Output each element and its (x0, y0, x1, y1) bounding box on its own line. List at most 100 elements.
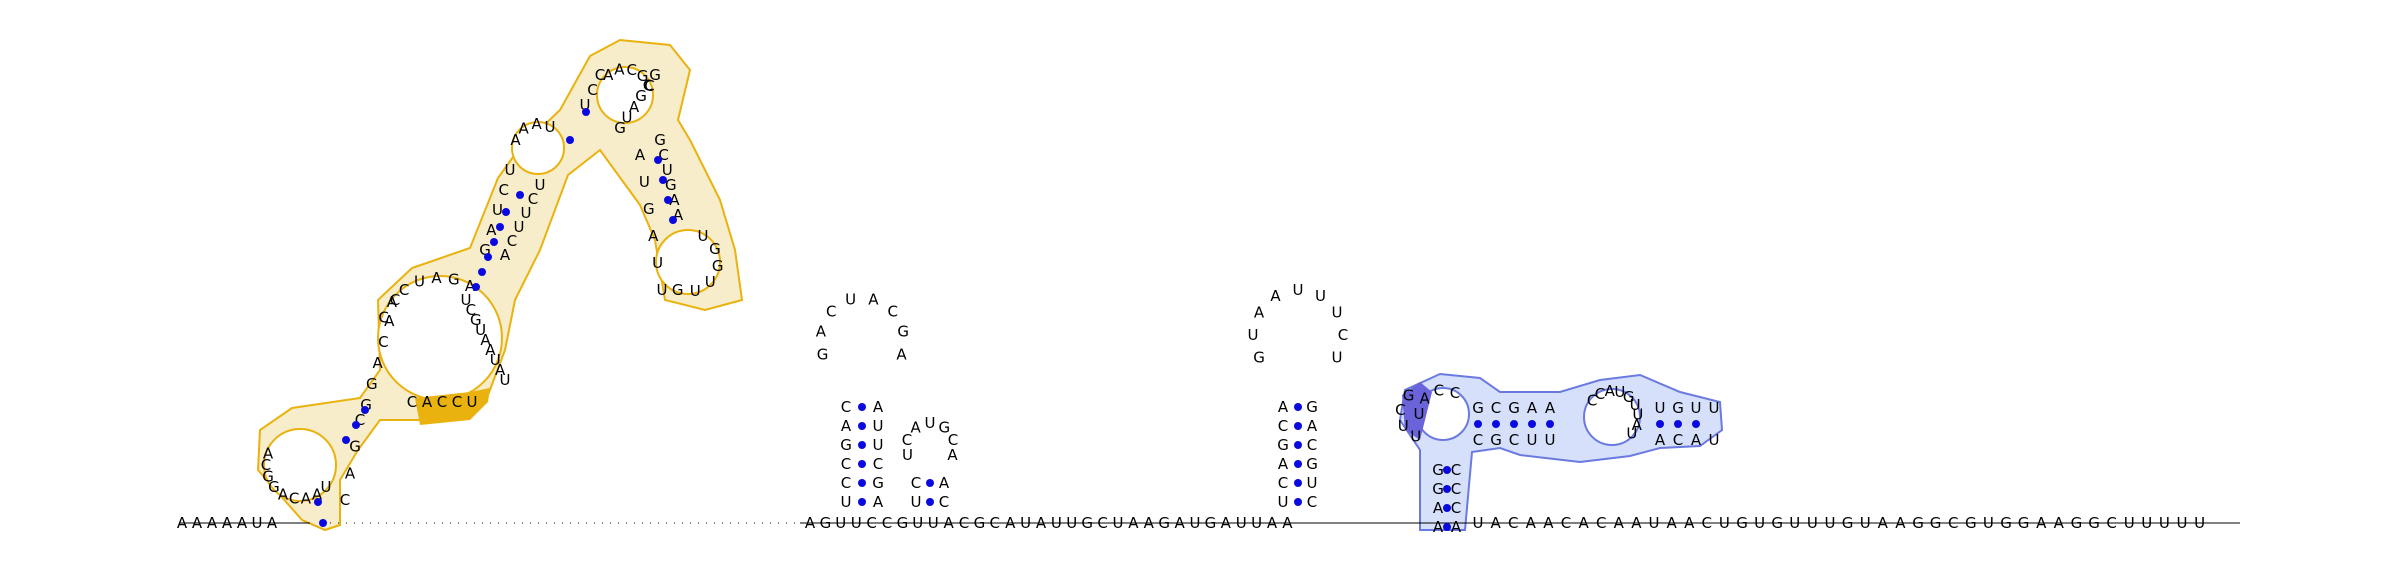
base-pair-dot (319, 519, 327, 527)
strand-middle-nucleotide: G (1158, 514, 1170, 532)
strand-3prime-nucleotide: G (1736, 514, 1748, 532)
domain-1-stem-nucleotide: A (345, 464, 356, 482)
base-pair-dot (926, 479, 934, 487)
domain-1-stem-nucleotide: G (654, 131, 666, 149)
domain-1-loop-nucleotide: G (709, 240, 721, 258)
strand-middle-nucleotide: A (943, 514, 954, 532)
strand-3prime-nucleotide: U (1754, 514, 1765, 532)
domain-1-stem-nucleotide: G (643, 200, 655, 218)
domain-2-stem-nucleotide: U (1709, 399, 1720, 417)
domain-2-stem-nucleotide: U (1655, 399, 1666, 417)
domain-2-right-loop (1583, 388, 1641, 446)
structure-domain-1 (256, 38, 744, 532)
hairpin-1-loop-nucleotide: G (897, 323, 909, 341)
hairpin-1-loop-nucleotide: G (817, 345, 829, 363)
strand-5prime-nucleotide: A (177, 514, 188, 532)
hairpin-3-loop-nucleotide: A (1270, 287, 1281, 305)
strand-3prime-nucleotide: C (1702, 514, 1712, 532)
domain-2-stem-nucleotide: A (1527, 399, 1538, 417)
domain-2-loop-nucleotide: U (1398, 417, 1409, 435)
strand-5prime-nucleotide: A (237, 514, 248, 532)
strand-middle-nucleotide: U (912, 514, 923, 532)
strand-3prime-nucleotide: A (2036, 514, 2047, 532)
domain-1-stem-nucleotide: G (366, 375, 378, 393)
strand-3prime-nucleotide: U (1473, 514, 1484, 532)
domain-1-stem-nucleotide: C (466, 301, 476, 319)
strand-3prime-nucleotide: G (2088, 514, 2100, 532)
strand-middle-nucleotide: A (1267, 514, 1278, 532)
domain-2-stem-nucleotide: C (1491, 399, 1501, 417)
strand-middle-nucleotide: A (1282, 514, 1293, 532)
domain-1-stem-nucleotide: U (461, 291, 472, 309)
strand-3prime-nucleotide: A (1631, 514, 1642, 532)
strand-3prime-nucleotide: C (1596, 514, 1606, 532)
strand-3prime-nucleotide: U (2141, 514, 2152, 532)
domain-1-stem-nucleotide: G (635, 87, 647, 105)
base-pair-dot (342, 436, 350, 444)
base-pair-dot (1443, 523, 1451, 531)
domain-2-envelope (1398, 372, 1724, 531)
domain-1-stem-nucleotide: A (384, 312, 395, 330)
strand-3prime-nucleotide: G (1965, 514, 1977, 532)
hairpin-1-nucleotide: A (873, 493, 884, 511)
base-pair-dot (1692, 420, 1700, 428)
domain-1-stem-nucleotide: U (475, 321, 486, 339)
domain-2-stem-nucleotide: A (1545, 399, 1556, 417)
domain-1-loop-nucleotide: G (672, 281, 684, 299)
strand-middle-nucleotide: U (1066, 514, 1077, 532)
hairpin-1-nucleotide: C (873, 455, 883, 473)
base-pair-dot (1294, 422, 1302, 430)
base-pair-dot (1492, 420, 1500, 428)
base-pair-dot (361, 406, 369, 414)
base-pair-dot (858, 441, 866, 449)
strand-3prime-nucleotide: C (2106, 514, 2116, 532)
hairpin-1-nucleotide: C (841, 455, 851, 473)
strand-5prime-nucleotide: A (222, 514, 233, 532)
hairpin-2-nucleotide: C (939, 493, 949, 511)
domain-1-loop-nucleotide: A (431, 269, 442, 287)
strand-3prime-nucleotide: A (1895, 514, 1906, 532)
domain-1-loop-nucleotide: G (712, 257, 724, 275)
strand-5prime-nucleotide: U (252, 514, 263, 532)
domain-1-stem-nucleotide: C (643, 77, 653, 95)
domain-1-stem-nucleotide: A (648, 227, 659, 245)
domain-1-loop-nucleotide: C (378, 308, 388, 326)
domain-1-base-loop-nucleotide: C (261, 456, 271, 474)
domain-2-loop-nucleotide: C (1395, 401, 1405, 419)
base-pair-dot (669, 216, 677, 224)
strand-3prime-nucleotide: U (2159, 514, 2170, 532)
domain-1-stem-nucleotide: C (499, 181, 509, 199)
hairpin-1-loop-nucleotide: C (826, 302, 836, 320)
strand-middle-nucleotide: U (851, 514, 862, 532)
strand-middle-nucleotide: A (1128, 514, 1139, 532)
hairpin-3-nucleotide: A (1278, 398, 1289, 416)
domain-1-stem-nucleotide: A (485, 341, 496, 359)
hairpin-3-loop-nucleotide: U (1248, 326, 1259, 344)
hairpin-3-loop-nucleotide: C (1338, 326, 1348, 344)
strand-middle-nucleotide: A (1036, 514, 1047, 532)
domain-1-highlight-nucleotide: C (407, 393, 417, 411)
strand-middle-nucleotide: C (882, 514, 892, 532)
hairpin-2-nucleotide: U (911, 493, 922, 511)
domain-2-loop-nucleotide: U (1414, 405, 1425, 423)
strand-3prime-nucleotide: G (1930, 514, 1942, 532)
domain-1-stem-nucleotide: U (535, 176, 546, 194)
base-pair-dot (1674, 420, 1682, 428)
domain-2-stem-nucleotide: G (1432, 461, 1444, 479)
strand-middle-nucleotide: U (1051, 514, 1062, 532)
domain-1-stem-nucleotide: C (340, 491, 350, 509)
hairpin-2-nucleotide: A (939, 474, 950, 492)
domain-2-loop-nucleotide: U (1630, 396, 1641, 414)
domain-1-stem-nucleotide: U (490, 351, 501, 369)
strand-3prime-nucleotide: G (1912, 514, 1924, 532)
hairpin-3-nucleotide: G (1277, 436, 1289, 454)
domain-1-stem-nucleotide: C (390, 291, 400, 309)
hairpin-2-loop-nucleotide: A (947, 446, 958, 464)
domain-2-stem-nucleotide: C (1451, 461, 1461, 479)
base-pair-dot (858, 460, 866, 468)
strand-middle-nucleotide: A (1144, 514, 1155, 532)
domain-1-stem-nucleotide: C (507, 232, 517, 250)
domain-1-base-loop-nucleotide: C (289, 489, 299, 507)
hairpin-3-loop-nucleotide: U (1293, 281, 1304, 299)
domain-1-right-loop (655, 229, 721, 295)
